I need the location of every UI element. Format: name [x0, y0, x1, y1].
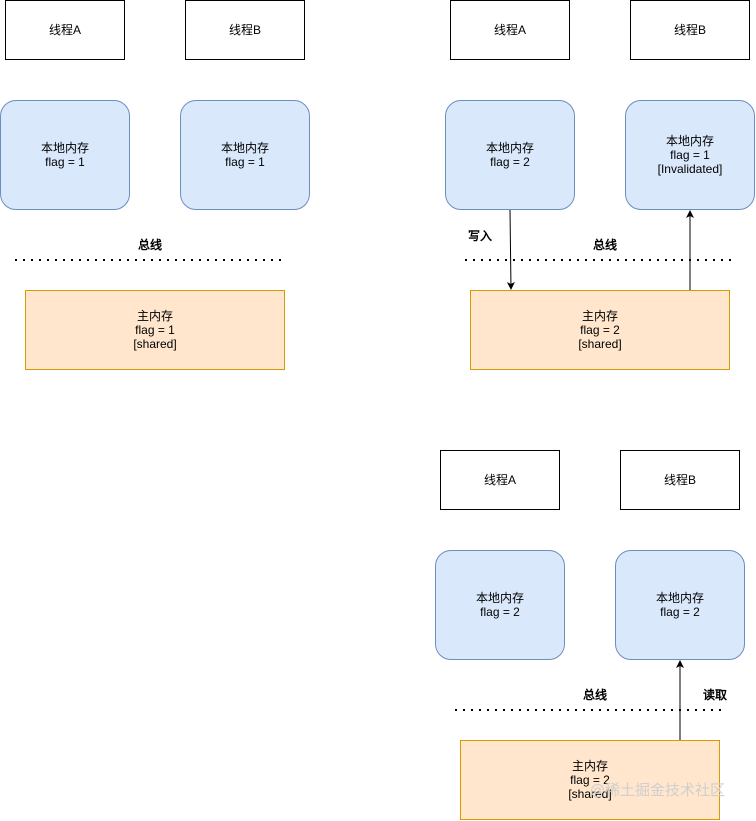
main-memory-flag: flag = 2: [570, 773, 610, 787]
write-arrow: [506, 209, 515, 290]
thread-a-box-2: 线程A: [450, 0, 570, 60]
watermark: @稀土掘金技术社区: [590, 781, 726, 799]
thread-b-label: 线程B: [228, 23, 261, 37]
local-memory-a-2: 本地内存 flag = 2: [445, 100, 575, 210]
main-memory-state: [shared]: [578, 337, 622, 351]
bus-label-2: 总线: [593, 238, 618, 252]
local-memory-b-1: 本地内存 flag = 1: [180, 100, 310, 210]
local-memory-b-3: 本地内存 flag = 2: [615, 550, 745, 660]
local-memory-title: 本地内存: [220, 141, 269, 155]
thread-b-box-2: 线程B: [630, 0, 750, 60]
bus-label-1: 总线: [138, 238, 163, 252]
thread-b-label: 线程B: [663, 473, 696, 487]
bus-label-3: 总线: [583, 688, 608, 702]
local-memory-flag: flag = 2: [490, 155, 530, 169]
local-memory-a-3: 本地内存 flag = 2: [435, 550, 565, 660]
thread-b-box-3: 线程B: [620, 450, 740, 510]
main-memory-state: [shared]: [568, 787, 612, 801]
read-label: 读取: [703, 688, 728, 702]
thread-a-label: 线程A: [48, 23, 81, 37]
write-label: 写入: [468, 229, 493, 243]
main-memory-1: 主内存 flag = 1 [shared]: [25, 290, 285, 370]
main-memory-title: 主内存: [571, 759, 608, 773]
thread-b-label: 线程B: [673, 23, 706, 37]
thread-a-label: 线程A: [493, 23, 526, 37]
local-memory-title: 本地内存: [665, 134, 714, 148]
local-memory-b-2: 本地内存 flag = 1 [Invalidated]: [625, 100, 755, 210]
main-memory-title: 主内存: [581, 309, 618, 323]
main-memory-2: 主内存 flag = 2 [shared]: [470, 290, 730, 370]
local-memory-flag: flag = 2: [660, 605, 700, 619]
local-memory-flag: flag = 1: [45, 155, 85, 169]
local-memory-a-1: 本地内存 flag = 1: [0, 100, 130, 210]
local-memory-flag: flag = 1: [225, 155, 265, 169]
thread-b-box-1: 线程B: [185, 0, 305, 60]
thread-a-box-1: 线程A: [5, 0, 125, 60]
local-memory-title: 本地内存: [40, 141, 89, 155]
thread-a-box-3: 线程A: [440, 450, 560, 510]
local-memory-flag: flag = 1: [670, 148, 710, 162]
main-memory-state: [shared]: [133, 337, 177, 351]
local-memory-state: [Invalidated]: [657, 162, 723, 176]
local-memory-title: 本地内存: [475, 591, 524, 605]
main-memory-3: 主内存 flag = 2 [shared]: [460, 740, 720, 820]
thread-a-label: 线程A: [483, 473, 516, 487]
local-memory-flag: flag = 2: [480, 605, 520, 619]
local-memory-title: 本地内存: [655, 591, 704, 605]
main-memory-flag: flag = 2: [580, 323, 620, 337]
local-memory-title: 本地内存: [485, 141, 534, 155]
main-memory-title: 主内存: [136, 309, 173, 323]
main-memory-flag: flag = 1: [135, 323, 175, 337]
